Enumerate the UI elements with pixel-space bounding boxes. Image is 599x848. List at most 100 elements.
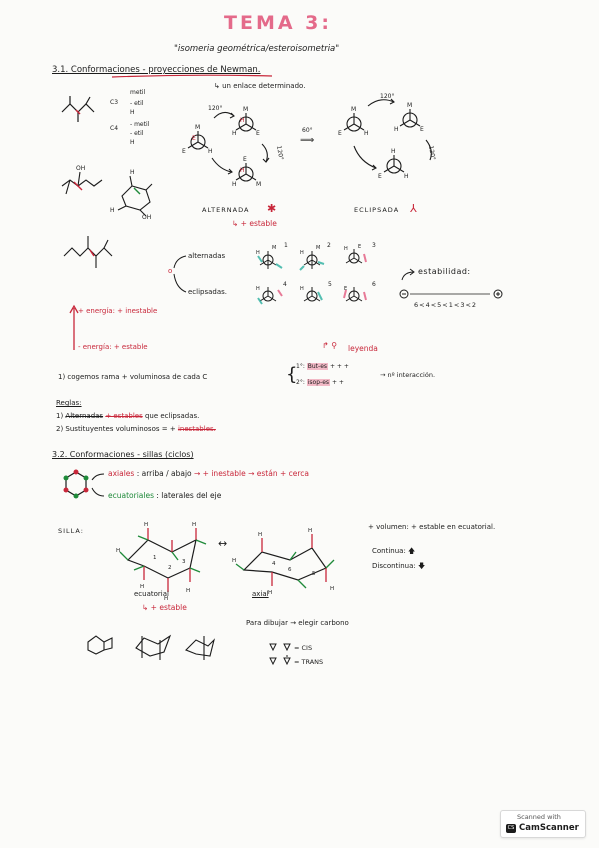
svg-text:H: H xyxy=(164,596,168,602)
svg-text:M: M xyxy=(316,245,320,251)
ecuatoriales-line: ecuatoriales : laterales del eje xyxy=(108,492,221,500)
sub-top: metil xyxy=(130,89,146,96)
step1-line-1-marks: + + + xyxy=(329,363,349,370)
newman-num-5: 5 xyxy=(328,281,332,288)
svg-text:H: H xyxy=(394,126,399,133)
branch-arrows xyxy=(173,255,187,293)
svg-text:M: M xyxy=(407,102,412,109)
circle-marker: o xyxy=(168,267,173,275)
angle-120-rot-right: 120° xyxy=(427,145,437,161)
svg-text:H: H xyxy=(256,286,260,292)
axiales-line: axiales : arriba / abajo → + inestable →… xyxy=(108,470,309,478)
axiales-text: : arriba / abajo xyxy=(136,469,192,478)
section-3-2-heading: 3.2. Conformaciones - sillas (ciclos) xyxy=(52,451,194,459)
newman-num-2: 2 xyxy=(327,242,331,249)
svg-text:H: H xyxy=(330,586,334,592)
axiales-label: axiales xyxy=(108,469,135,478)
estabilidad-label: estabilidad: xyxy=(418,267,471,276)
camscanner-logo-icon: CS xyxy=(506,824,516,833)
scanner-badge: Scanned with CS CamScanner xyxy=(500,810,586,838)
eclipsadas-label: eclipsadas. xyxy=(188,288,228,296)
regla-1-num: 1) xyxy=(56,412,64,420)
regla-2-part-1: Sustituyentes voluminosos xyxy=(65,425,160,433)
small-ring-sketches xyxy=(87,634,291,666)
step1-result: → nº interacción. xyxy=(380,371,436,379)
section-3-1-heading-text: 3.1. Conformaciones - proyecciones de Ne… xyxy=(52,65,261,75)
sub-c4-3: H xyxy=(130,139,135,146)
svg-text:E: E xyxy=(338,130,342,137)
svg-text:H: H xyxy=(404,173,409,180)
dibujar-note: Para dibujar → elegir carbono xyxy=(246,619,349,627)
section-3-1-heading: 3.1. Conformaciones - proyecciones de Ne… xyxy=(52,66,261,75)
regla-2-part-2: = + xyxy=(161,425,176,433)
svg-text:H: H xyxy=(116,548,120,554)
leyenda-marker: ↱ ⚲ xyxy=(322,341,338,350)
regla-1-part-3: que eclipsadas. xyxy=(144,412,200,420)
svg-text:E: E xyxy=(256,130,260,137)
step1-line-2-prefix: 2°: xyxy=(296,379,305,386)
axial-label: axial xyxy=(252,590,269,598)
molecule-sketch-1 xyxy=(61,96,95,122)
eclipsada-label: ECLIPSADA xyxy=(354,206,400,214)
alternadas-label: alternadas xyxy=(188,252,226,260)
ecuatoriales-label: ecuatoriales xyxy=(108,491,154,500)
svg-text:H: H xyxy=(232,558,236,564)
step1-line-2: 2°: isop-es + + xyxy=(296,379,344,386)
ecuatorial-label: ecuatorial xyxy=(134,590,169,598)
svg-text:H: H xyxy=(268,590,272,596)
angle-120-left: 120° xyxy=(208,105,223,112)
ring-num-2: 2 xyxy=(168,565,172,571)
ring-num-3: 3 xyxy=(182,559,186,565)
reglas-heading: Reglas: xyxy=(56,399,82,407)
ring-num-1: 1 xyxy=(153,555,157,561)
continua: Continua: 🡅 xyxy=(372,547,416,555)
svg-text:H: H xyxy=(240,167,245,174)
svg-text:M: M xyxy=(256,181,261,188)
newman-num-4: 4 xyxy=(283,281,287,288)
svg-text:H: H xyxy=(300,250,304,256)
volumen-note: + volumen: + estable en ecuatorial. xyxy=(368,523,496,531)
svg-text:H: H xyxy=(208,148,213,155)
svg-text:H: H xyxy=(232,181,237,188)
sub-c3-2: H xyxy=(130,109,135,116)
newman-num-3: 3 xyxy=(372,242,376,249)
svg-text:H: H xyxy=(364,130,369,137)
regla-2-num: 2) xyxy=(56,425,64,433)
svg-text:H: H xyxy=(144,522,148,528)
alternada-star: ✱ xyxy=(267,202,277,215)
step1-line-2-text: isop-es xyxy=(306,379,331,386)
sub-c4-2: - etil xyxy=(130,130,144,137)
svg-text:OH: OH xyxy=(142,214,151,221)
sub-c3-1: - etil xyxy=(130,100,144,107)
trans-label: = TRANS xyxy=(294,658,324,666)
svg-text:H: H xyxy=(130,169,135,176)
energy-arrow xyxy=(69,304,79,350)
svg-text:E: E xyxy=(378,173,382,180)
molecule-zigzag xyxy=(63,236,113,268)
estabilidad-order: 6<4<5<1<3<2 xyxy=(414,301,478,309)
regla-1-part-2: + estables xyxy=(105,412,143,420)
angle-60: 60° xyxy=(302,127,313,134)
svg-text:M: M xyxy=(272,245,276,251)
c3-label: C3 xyxy=(110,99,119,106)
page-title: TEMA 3: xyxy=(224,12,332,34)
sub-c4-1: - metil xyxy=(130,121,150,128)
svg-text:H: H xyxy=(308,528,312,534)
hexagon-icon xyxy=(63,469,105,499)
svg-text:H: H xyxy=(140,584,144,590)
alternada-label: ALTERNADA xyxy=(202,206,250,214)
step1-line-1-prefix: 1°: xyxy=(296,363,305,370)
ring-num-5: 5 xyxy=(312,571,316,577)
svg-text:E: E xyxy=(420,126,424,133)
ecuatoriales-text: : laterales del eje xyxy=(156,491,222,500)
svg-text:OH: OH xyxy=(76,165,85,172)
step1-line-1: 1°: But-es + + + xyxy=(296,363,349,370)
svg-text:H: H xyxy=(258,532,262,538)
svg-text:E: E xyxy=(358,244,361,250)
discontinua: Discontinua: 🡇 xyxy=(372,562,426,570)
